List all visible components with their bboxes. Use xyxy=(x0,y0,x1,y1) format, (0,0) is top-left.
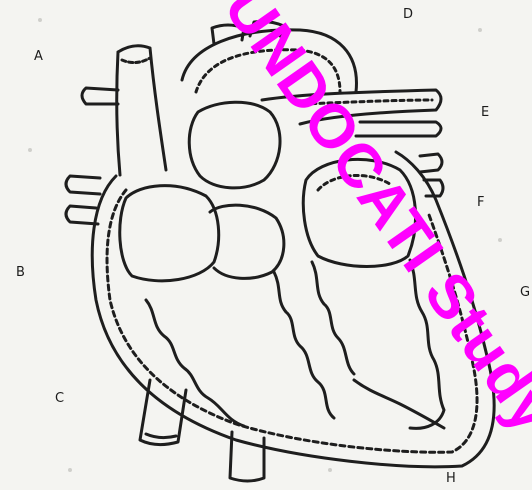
label-h: H xyxy=(446,472,456,485)
left-vessel-stub-upper xyxy=(82,88,118,104)
tricuspid-valve xyxy=(210,205,284,278)
pulmonary-artery xyxy=(262,90,441,124)
label-d: D xyxy=(403,8,413,21)
label-e: E xyxy=(481,106,489,119)
label-a: A xyxy=(34,50,43,63)
left-ventricle-wall xyxy=(410,260,444,428)
right-atrium xyxy=(120,186,219,281)
label-g: G xyxy=(520,286,530,299)
interventricular-septum xyxy=(274,272,334,418)
label-b: B xyxy=(16,266,25,279)
aortic-root xyxy=(189,102,280,188)
superior-vena-cava xyxy=(117,46,166,175)
label-f: F xyxy=(477,196,484,209)
label-c: C xyxy=(55,392,64,405)
